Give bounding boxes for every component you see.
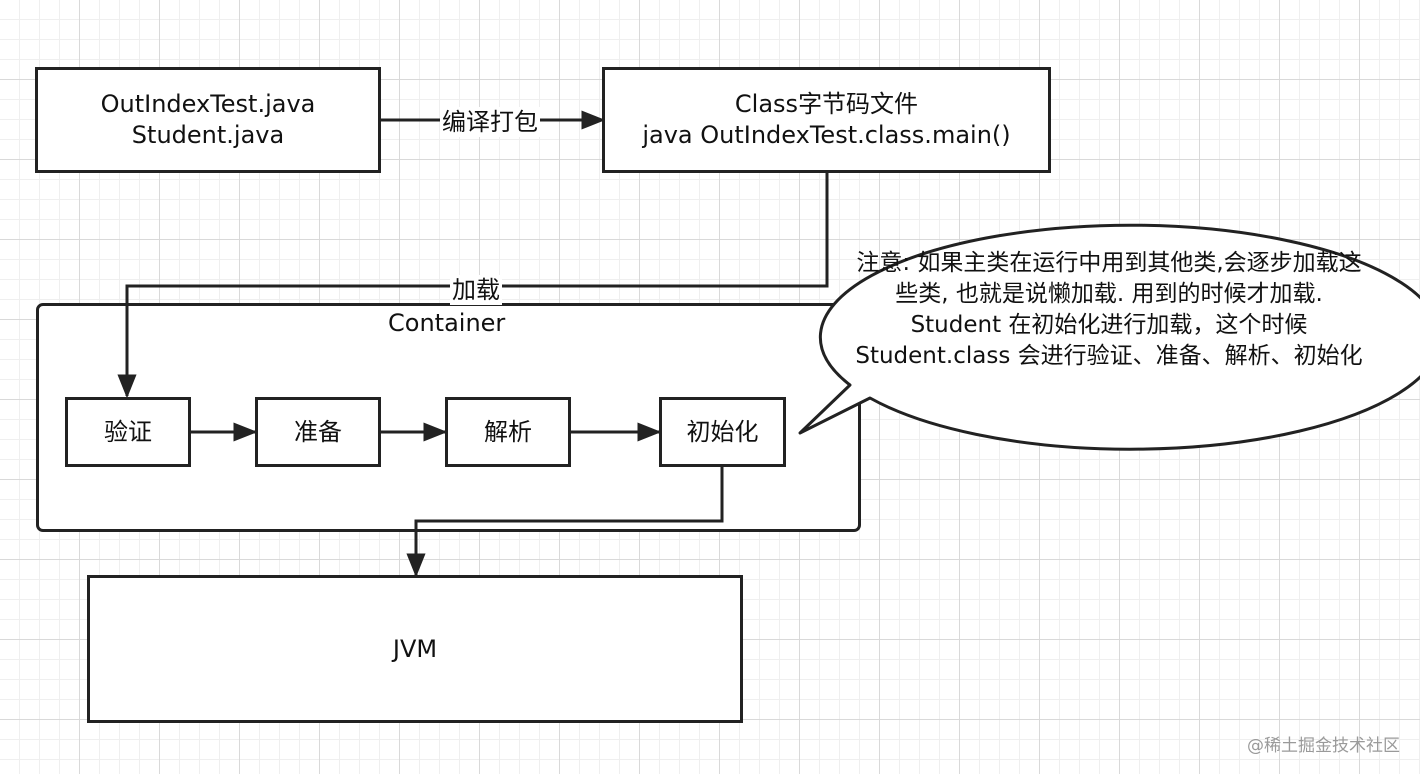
note-line-4: Student.class 会进行验证、准备、解析、初始化 bbox=[855, 343, 1363, 369]
source-file-student: Student.java bbox=[131, 121, 285, 149]
compile-label: 编译打包 bbox=[440, 107, 540, 137]
note-line-3: Student 在初始化进行加载，这个时候 bbox=[910, 312, 1308, 338]
lazy-loading-note: 注意: 如果主类在运行中用到其他类,会逐步加载这 些类, 也就是说懒加载. 用到… bbox=[812, 248, 1406, 372]
container-title: Container bbox=[388, 309, 506, 337]
note-line-1: 注意: 如果主类在运行中用到其他类,会逐步加载这 bbox=[856, 250, 1362, 276]
step-prepare-label: 准备 bbox=[294, 417, 342, 446]
step-verify-box: 验证 bbox=[65, 397, 191, 467]
step-resolve-box: 解析 bbox=[445, 397, 571, 467]
step-initialize-label: 初始化 bbox=[686, 417, 759, 446]
class-bytecode-title: Class字节码文件 bbox=[734, 90, 919, 118]
source-file-outindextest: OutIndexTest.java bbox=[100, 90, 316, 118]
note-line-2: 些类, 也就是说懒加载. 用到的时候才加载. bbox=[895, 281, 1323, 307]
jvm-box: JVM bbox=[87, 575, 743, 723]
step-initialize-box: 初始化 bbox=[659, 397, 786, 467]
source-files-box: OutIndexTest.java Student.java bbox=[35, 67, 381, 173]
step-verify-label: 验证 bbox=[104, 417, 152, 446]
step-resolve-label: 解析 bbox=[484, 417, 532, 446]
class-bytecode-box: Class字节码文件 java OutIndexTest.class.main(… bbox=[602, 67, 1051, 173]
load-label: 加载 bbox=[450, 275, 502, 305]
step-prepare-box: 准备 bbox=[255, 397, 381, 467]
jvm-label: JVM bbox=[392, 634, 438, 663]
watermark: @稀土掘金技术社区 bbox=[1247, 736, 1400, 756]
class-main-invocation: java OutIndexTest.class.main() bbox=[642, 121, 1011, 149]
